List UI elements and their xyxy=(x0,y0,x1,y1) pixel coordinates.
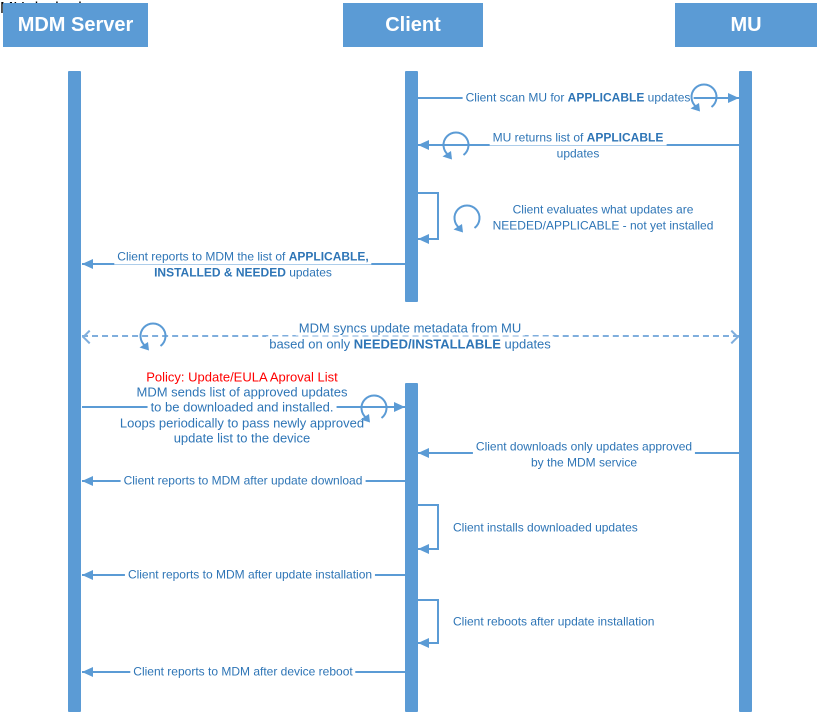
message-label-m7-line1: Client downloads only updates approved xyxy=(472,439,696,455)
m10-text: Client reports to MDM after update insta… xyxy=(127,567,373,582)
message-label-m7-line2: by the MDM service xyxy=(527,455,641,471)
loop-arrow-icon xyxy=(355,389,393,427)
m11-text: Client reboots after update installation xyxy=(453,614,655,629)
actor-mu: MU xyxy=(675,3,817,47)
arrowhead-right-icon xyxy=(728,93,739,103)
arrowhead-left-icon xyxy=(418,140,429,150)
m2-bold: APPLICABLE xyxy=(586,130,664,145)
self-message-bracket-m3 xyxy=(417,192,439,240)
m5-text-line1: MDM syncs update metadata from MU xyxy=(298,320,522,336)
actor-mu-label: MU xyxy=(730,13,762,36)
m4-text-post: updates xyxy=(285,265,332,280)
actor-client-label: Client xyxy=(385,13,441,36)
m7-text-line1: Client downloads only updates approved xyxy=(475,439,693,454)
open-arrowhead-right-icon xyxy=(724,329,740,345)
message-label-m6-line1: MDM sends list of approved updates xyxy=(133,384,351,400)
message-label-m9: Client installs downloaded updates xyxy=(450,520,641,536)
policy-text: Policy: Update/EULA Aproval List xyxy=(146,369,338,385)
arrowhead-left-icon xyxy=(418,544,429,554)
message-label-m1: Client scan MU for APPLICABLE updates xyxy=(462,90,694,106)
message-label-m2-line1: MU returns list of APPLICABLE xyxy=(489,130,667,146)
arrowhead-left-icon xyxy=(418,448,429,458)
m1-text-post: updates xyxy=(644,90,691,105)
message-label-m12: Client reports to MDM after device reboo… xyxy=(130,664,356,680)
message-label-m4-line2: INSTALLED & NEEDED updates xyxy=(151,265,335,281)
m5-bold: NEEDED/INSTALLABLE xyxy=(353,336,501,352)
m4-text: Client reports to MDM the list of xyxy=(117,249,289,264)
m9-text: Client installs downloaded updates xyxy=(453,520,638,535)
m1-text: Client scan MU for xyxy=(465,90,568,105)
message-label-m5-line2: based on only NEEDED/INSTALLABLE updates xyxy=(266,336,554,352)
m7-text-line2: by the MDM service xyxy=(530,455,638,470)
arrowhead-left-icon xyxy=(418,638,429,648)
loop-arrow-icon xyxy=(437,126,475,164)
m4-bold1: APPLICABLE, xyxy=(288,249,369,264)
m6-text-line2: to be downloaded and installed. xyxy=(150,399,334,415)
lifeline-client-segment-2 xyxy=(405,383,418,712)
m6-text-line3: Loops periodically to pass newly approve… xyxy=(119,415,365,431)
arrowhead-left-icon xyxy=(82,667,93,677)
lifeline-client-segment-1 xyxy=(405,71,418,302)
m3-text-line2: NEEDED/APPLICABLE - not yet installed xyxy=(492,218,714,233)
m4-bold2: INSTALLED & NEEDED xyxy=(154,265,286,280)
loop-arrow-icon xyxy=(448,199,486,237)
m5-text-post: updates xyxy=(500,336,551,352)
loop-arrow-icon xyxy=(134,317,172,355)
message-line-m5-dashed xyxy=(82,335,739,337)
actor-mdm-server-label: MDM Server xyxy=(17,13,134,36)
m3-text-line1: Client evaluates what updates are xyxy=(512,202,694,217)
lifeline-mdm-server xyxy=(68,71,81,712)
m6-text-line4: update list to the device xyxy=(173,430,311,446)
m1-bold: APPLICABLE xyxy=(567,90,645,105)
message-label-m6-line2: to be downloaded and installed. xyxy=(147,399,337,415)
arrowhead-left-icon xyxy=(82,259,93,269)
lifeline-mu xyxy=(739,71,752,712)
message-label-m3-line1: Client evaluates what updates are xyxy=(509,202,697,218)
message-label-m6-line4: update list to the device xyxy=(170,430,314,446)
message-label-m6-line3: Loops periodically to pass newly approve… xyxy=(116,415,368,431)
open-arrowhead-left-icon xyxy=(81,329,97,345)
m12-text: Client reports to MDM after device reboo… xyxy=(133,664,353,679)
m6-text-line1: MDM sends list of approved updates xyxy=(136,384,348,400)
m5-text: based on only xyxy=(269,336,354,352)
message-label-m8: Client reports to MDM after update downl… xyxy=(120,473,366,489)
message-label-m10: Client reports to MDM after update insta… xyxy=(124,567,376,583)
m8-text: Client reports to MDM after update downl… xyxy=(123,473,363,488)
m2-text: MU returns list of xyxy=(492,130,587,145)
arrowhead-left-icon xyxy=(82,570,93,580)
message-label-m5-line1: MDM syncs update metadata from MU xyxy=(295,320,525,336)
m2-text-line2: updates xyxy=(556,146,600,161)
arrowhead-right-icon xyxy=(394,402,405,412)
arrowhead-left-icon xyxy=(82,476,93,486)
loop-arrow-icon xyxy=(685,78,723,116)
message-label-m2-line2: updates xyxy=(553,146,603,162)
actor-client: Client xyxy=(343,3,483,47)
actor-mdm-server: MDM Server xyxy=(3,3,148,47)
message-label-m3-line2: NEEDED/APPLICABLE - not yet installed xyxy=(489,218,717,234)
arrowhead-left-icon xyxy=(418,234,429,244)
message-label-m4-line1: Client reports to MDM the list of APPLIC… xyxy=(114,249,372,265)
message-label-m11: Client reboots after update installation xyxy=(450,614,658,630)
policy-note: Policy: Update/EULA Aproval List xyxy=(143,369,341,385)
